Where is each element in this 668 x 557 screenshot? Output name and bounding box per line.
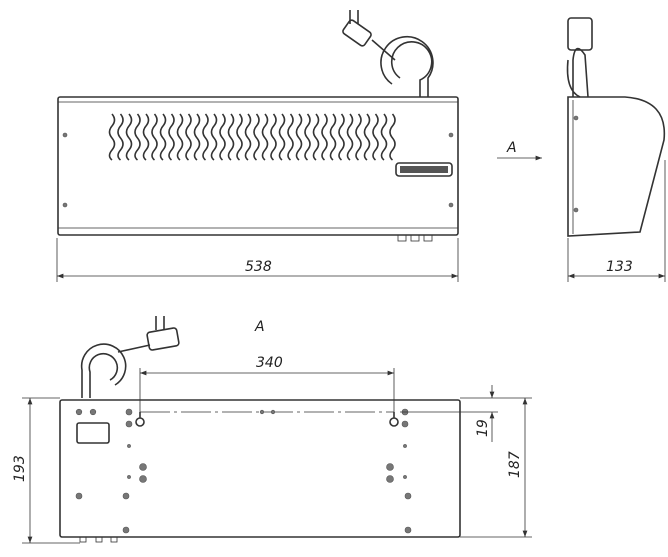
vent-slot: [125, 113, 133, 161]
vent-slot: [304, 113, 311, 161]
vent-slot: [108, 113, 116, 161]
hole: [122, 526, 130, 534]
side-cord: [566, 47, 589, 98]
vent-slot: [346, 113, 354, 161]
vent-slot: [236, 113, 243, 161]
power-cord: [80, 343, 151, 398]
vent-slot: [227, 113, 235, 161]
view-arrow-label: A: [506, 140, 517, 156]
vent-slot: [372, 113, 379, 161]
hole: [259, 409, 265, 415]
keyhole-left: [135, 412, 145, 427]
vent-slot: [261, 113, 269, 161]
vent-slot: [176, 113, 184, 161]
hole: [125, 408, 133, 416]
vent-slot: [287, 113, 294, 161]
mounting-holes: [75, 408, 412, 534]
hole-offset-label: 19: [475, 419, 491, 437]
connectors: [397, 234, 433, 242]
plug-icon: [146, 316, 180, 351]
vent-slot: [210, 113, 218, 161]
depth-dimension-label: 133: [606, 259, 633, 275]
vent-slot: [244, 113, 252, 161]
total-height-label: 193: [12, 455, 28, 482]
front-view: 538: [56, 10, 459, 282]
hole: [139, 463, 147, 471]
hole: [122, 492, 130, 500]
vent-slot: [117, 113, 124, 161]
vent-slot: [278, 113, 286, 161]
hole: [403, 475, 407, 479]
power-cord: [371, 36, 434, 97]
bottom-view: A 340 193 187 19: [12, 316, 532, 544]
vent-slot: [355, 113, 362, 161]
vent-slot: [193, 113, 201, 161]
vent-slot: [219, 113, 226, 161]
vent-slot: [321, 113, 328, 161]
logo-badge: [395, 162, 453, 177]
vent-slot: [338, 113, 345, 161]
hole: [89, 408, 97, 416]
vent-slot: [151, 113, 158, 161]
hole: [139, 475, 147, 483]
vent-slot: [295, 113, 303, 161]
hole: [401, 420, 409, 428]
mount-spacing-label: 340: [256, 355, 283, 371]
vent-slot: [270, 113, 277, 161]
hole: [127, 475, 131, 479]
hole: [75, 492, 83, 500]
keyhole-right: [389, 412, 399, 427]
hole: [125, 420, 133, 428]
hole: [270, 409, 276, 415]
body-height-label: 187: [507, 451, 523, 478]
vent-slot: [142, 113, 150, 161]
width-dimension-label: 538: [245, 259, 272, 275]
vent-slot: [312, 113, 320, 161]
plug-icon: [567, 17, 593, 51]
vent-slot: [168, 113, 175, 161]
label-plate: [76, 422, 110, 444]
heater-body-front: [57, 96, 459, 236]
plug-icon: [342, 10, 372, 47]
vent-slot: [253, 113, 260, 161]
hole: [404, 492, 412, 500]
hole: [75, 408, 83, 416]
view-title: A: [254, 319, 265, 335]
vent-slot: [159, 113, 167, 161]
vent-slot: [185, 113, 192, 161]
hole: [127, 444, 131, 448]
connectors: [79, 536, 118, 543]
hole: [403, 444, 407, 448]
vent-grille: [108, 113, 396, 161]
vent-slot: [202, 113, 209, 161]
hole: [386, 463, 394, 471]
vent-slot: [380, 113, 388, 161]
hole: [404, 526, 412, 534]
heater-body-bottom: [59, 399, 461, 538]
vent-slot: [389, 113, 396, 161]
vent-slot: [134, 113, 141, 161]
side-view: A 133: [497, 17, 666, 282]
vent-slot: [363, 113, 371, 161]
heater-body-side: [567, 96, 666, 237]
hole: [386, 475, 394, 483]
vent-slot: [329, 113, 337, 161]
